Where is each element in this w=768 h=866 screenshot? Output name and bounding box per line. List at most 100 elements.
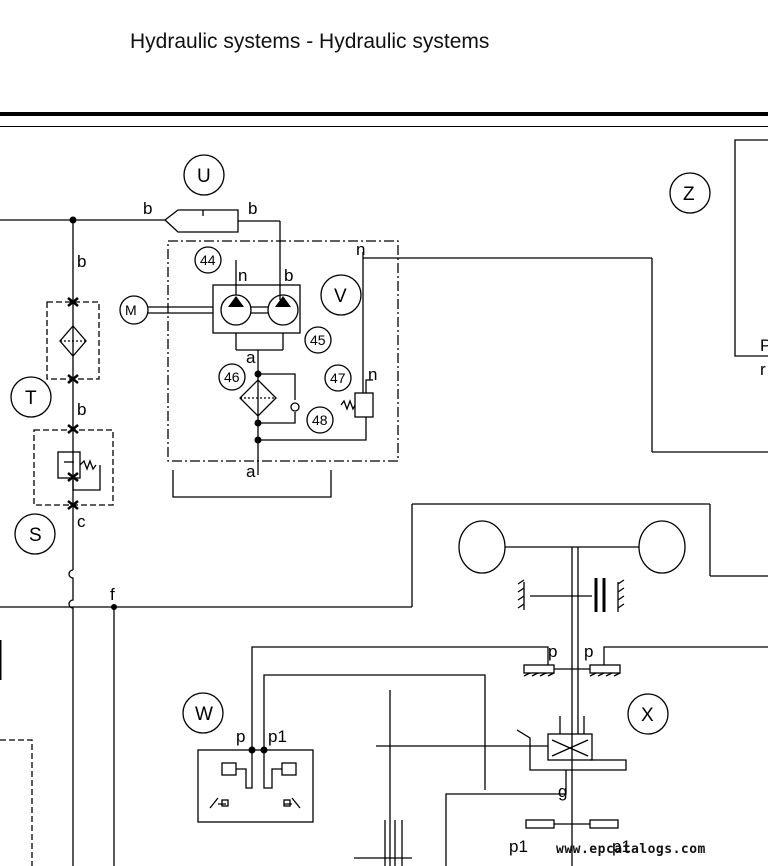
label-47: 47 [330, 370, 346, 386]
port-g: g [558, 782, 567, 801]
brake-valve-w [197, 749, 314, 823]
component-z-box [734, 139, 768, 357]
port-p-left: p [548, 642, 557, 661]
label-45: 45 [310, 332, 326, 348]
coupling-mark [67, 500, 79, 510]
item-48-circle [306, 406, 334, 434]
port-c: c [77, 512, 86, 531]
label-z: Z [683, 184, 695, 205]
pump-group-box [167, 240, 399, 462]
relief-valve-47 [354, 392, 374, 418]
line-p1 [263, 674, 486, 790]
port-b-cooler-in: b [143, 199, 152, 218]
junction-dot [69, 216, 77, 224]
component-z-circle [669, 172, 711, 214]
brake-pedal-right [284, 797, 301, 809]
line-g [445, 770, 567, 866]
bypass-check-valve [290, 402, 300, 412]
label-t: T [25, 388, 37, 409]
coupling-mark [67, 374, 79, 384]
component-x-circle [627, 693, 669, 735]
junction-dot [260, 746, 268, 754]
left-line-crossover [68, 569, 74, 866]
port-p-right: p [584, 642, 593, 661]
item-44-circle [194, 246, 222, 274]
label-u: U [197, 166, 211, 187]
junction-dot [111, 604, 117, 610]
pump-right [267, 294, 299, 326]
brake-pedal-left-pad [221, 799, 229, 807]
component-v-circle [320, 274, 362, 316]
cooler-u [163, 209, 239, 233]
item-45-circle [304, 326, 332, 354]
clutch-pack [547, 733, 593, 761]
brake-cylinder-p-right [589, 664, 621, 674]
wheel-left [458, 520, 506, 574]
port-p1-valve: p1 [268, 727, 287, 746]
brake-p-left-hatch [523, 672, 555, 677]
component-s-circle [14, 513, 56, 555]
watermark: www.epcatalogs.com [556, 842, 706, 857]
component-u-circle [183, 154, 225, 196]
port-b-t: b [77, 400, 86, 419]
port-n-pump: n [238, 266, 247, 285]
label-44: 44 [200, 252, 216, 268]
valve-47-line [258, 417, 367, 441]
port-p1-bottom-right: p1 [612, 837, 631, 856]
header-rule-thick [0, 112, 768, 116]
port-r-z: r [760, 360, 766, 379]
wheel-right [638, 520, 686, 574]
line-p [251, 646, 549, 750]
filter-bypass-bottom [258, 412, 296, 424]
junction-dot [254, 436, 262, 444]
pump-body [212, 284, 301, 334]
clutch-cross [551, 739, 589, 757]
port-p1-bottom-left: p1 [509, 837, 528, 856]
line-p-right [603, 646, 768, 665]
filter-bypass-top [258, 373, 296, 400]
motor-m-circle [119, 295, 149, 325]
label-v: V [334, 286, 347, 307]
brake-right-hatch [617, 579, 625, 609]
brake-cylinder-p1-right [589, 819, 619, 829]
junction-dot [248, 746, 256, 754]
brake-valve-spool-right [281, 762, 297, 776]
port-a-pump: a [246, 348, 256, 367]
brake-pedal-right-pad [283, 799, 291, 807]
lower-left-box [0, 739, 33, 866]
component-t-circle [10, 376, 52, 418]
port-b-left: b [77, 252, 86, 271]
coupling-mark [67, 297, 79, 307]
label-46: 46 [224, 369, 240, 385]
brake-cylinder-p1-left [525, 819, 555, 829]
port-n-valve: n [368, 365, 377, 384]
item-46-circle [218, 363, 246, 391]
coupling-mark [67, 472, 79, 482]
component-w-circle [182, 692, 224, 734]
port-b-cooler-out: b [248, 199, 257, 218]
brake-cylinder-p-left [523, 664, 555, 674]
pressure-filter-46 [239, 379, 277, 417]
item-47-circle [324, 364, 352, 392]
gearbox-outline [516, 729, 627, 771]
pump-group-bracket [172, 470, 332, 498]
label-w: W [195, 704, 213, 725]
brake-valve-right-line [263, 750, 282, 789]
coupling-mark [67, 424, 79, 434]
brake-valve-spool-left [221, 762, 237, 776]
port-p-z: P [760, 336, 768, 355]
port-p-valve: p [236, 727, 245, 746]
junction-dot [254, 370, 262, 378]
junction-dot [254, 419, 262, 427]
pump-right-arrow [275, 296, 291, 307]
label-s: S [29, 525, 42, 546]
port-n-top: n [356, 240, 365, 259]
pump-left-arrow [228, 296, 244, 307]
port-b-pump: b [284, 266, 293, 285]
relief-valve-pilot [72, 465, 101, 491]
valve-47-spring [340, 399, 356, 411]
brake-left-hatch [517, 579, 525, 609]
label-x: X [641, 705, 654, 726]
valve-47-pilot [365, 379, 373, 393]
